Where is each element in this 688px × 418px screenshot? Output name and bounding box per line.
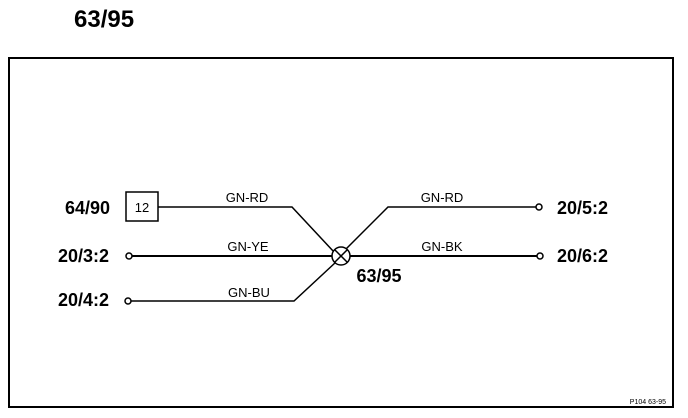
wire-label: GN-YE <box>227 239 269 254</box>
wire-label: GN-RD <box>421 190 464 205</box>
terminal-label: 20/3:2 <box>58 246 109 266</box>
wire-label: GN-BK <box>421 239 463 254</box>
terminal-label: 20/6:2 <box>557 246 608 266</box>
terminal-circle-icon <box>125 252 133 260</box>
diagram-frame <box>8 57 674 408</box>
connector-label: 64/90 <box>65 198 110 218</box>
wire-label: GN-RD <box>226 190 269 205</box>
page-title: 63/95 <box>74 6 135 33</box>
diagram-code: P104 63-95 <box>630 399 666 406</box>
connector-pin-label: 12 <box>135 200 149 215</box>
terminal-label: 20/4:2 <box>58 290 109 310</box>
terminal-circle-icon <box>536 252 544 260</box>
terminal-label: 20/5:2 <box>557 198 608 218</box>
terminal-circle-icon <box>535 203 543 211</box>
wire-right-top <box>344 206 536 251</box>
terminal-circle-icon <box>124 297 132 305</box>
wire-label: GN-BU <box>228 285 270 300</box>
wire-left-bottom <box>131 261 337 302</box>
connector-box <box>125 191 159 222</box>
splice-cross-line <box>334 249 348 263</box>
splice-label: 63/95 <box>356 266 401 286</box>
wire-left-top <box>158 206 335 253</box>
